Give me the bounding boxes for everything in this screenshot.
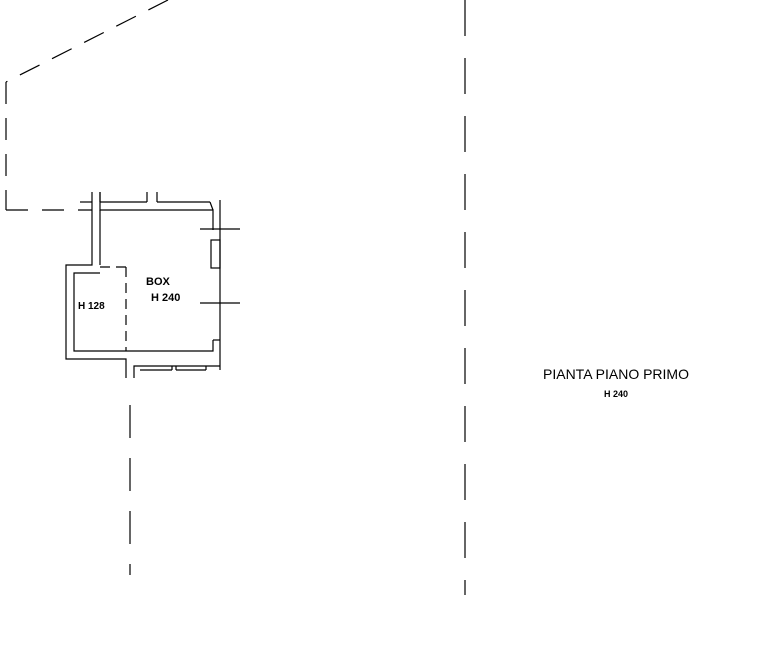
plan-height-label: H 240 (604, 389, 629, 399)
room-name-label: BOX (146, 276, 170, 288)
box-room-outer-wall (65, 192, 221, 378)
alcove-height-label: H 128 (78, 301, 105, 312)
dashed-outline-upper-left (5, 0, 169, 211)
room-height-label: H 240 (151, 292, 181, 304)
plan-title: PIANTA PIANO PRIMO (543, 366, 689, 382)
section-tick-marks (200, 228, 240, 304)
box-room-top-wall-segments (80, 192, 214, 211)
box-room-bottom-wall-segments (140, 339, 220, 371)
alcove-dashed-partition (100, 266, 127, 351)
